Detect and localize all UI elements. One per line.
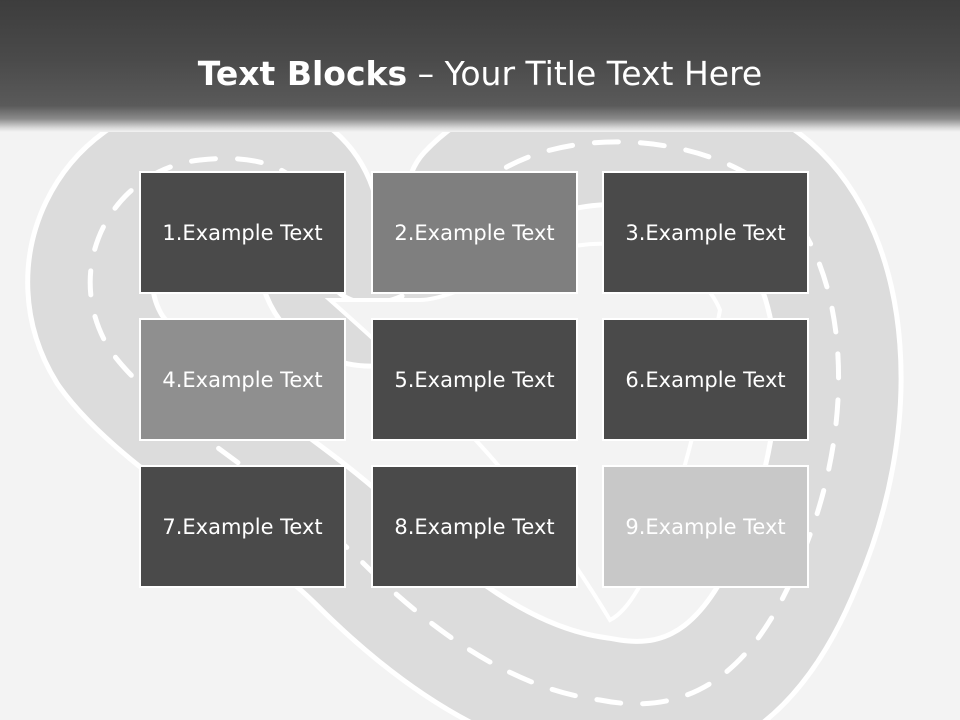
text-block-label: 6.Example Text [625,367,786,392]
text-block-8[interactable]: 8.Example Text [371,465,578,588]
text-block-6[interactable]: 6.Example Text [602,318,809,441]
text-block-2[interactable]: 2.Example Text [371,171,578,294]
text-block-label: 4.Example Text [162,367,323,392]
text-block-3[interactable]: 3.Example Text [602,171,809,294]
text-block-4[interactable]: 4.Example Text [139,318,346,441]
text-block-label: 5.Example Text [394,367,555,392]
text-block-label: 1.Example Text [162,220,323,245]
title-rest: – Your Title Text Here [407,54,763,93]
text-block-label: 3.Example Text [625,220,786,245]
text-block-label: 8.Example Text [394,514,555,539]
page-title: Text Blocks – Your Title Text Here [0,52,960,96]
text-block-9[interactable]: 9.Example Text [602,465,809,588]
title-bar: Text Blocks – Your Title Text Here [0,0,960,132]
text-block-1[interactable]: 1.Example Text [139,171,346,294]
title-bold: Text Blocks [197,54,408,93]
text-block-label: 2.Example Text [394,220,555,245]
text-block-7[interactable]: 7.Example Text [139,465,346,588]
text-block-label: 7.Example Text [162,514,323,539]
text-block-5[interactable]: 5.Example Text [371,318,578,441]
text-block-label: 9.Example Text [625,514,786,539]
